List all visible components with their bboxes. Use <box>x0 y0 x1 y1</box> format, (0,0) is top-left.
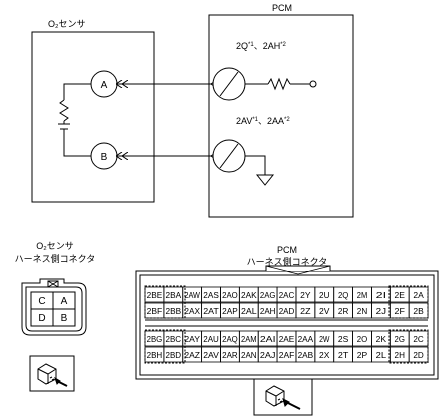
pcm-cell-label: 2D <box>413 351 424 360</box>
pcm-cell-label: 2AF <box>279 351 295 360</box>
lower-terminal-label: 2AV*1、2AA*2 <box>236 116 290 126</box>
sensor-box <box>31 31 155 203</box>
pcm-cell-label: 2BG <box>147 335 163 344</box>
terminal-upper-slash <box>219 71 239 97</box>
pcm-cell-label: 2AN <box>241 351 257 360</box>
pcm-cell-label: 2S <box>338 335 348 344</box>
pcm-cell-label: 2U <box>319 291 330 300</box>
pcm-cell-label: 2AK <box>241 291 257 300</box>
pcm-cell-label: 2L <box>376 351 387 360</box>
pcm-cell-label: 2Y <box>300 291 311 300</box>
pcm-cell-label: 2BE <box>147 291 163 300</box>
pcm-cell-label: 2AH <box>260 307 276 316</box>
pcm-cell-label: 2BA <box>166 291 182 300</box>
pcm-cell-label: 2F <box>395 307 406 316</box>
pcm-cell-label: 2AE <box>279 335 295 344</box>
pcm-cell-label: 2BD <box>166 351 182 360</box>
pcm-cell-label: 2K <box>376 335 387 344</box>
pcm-box <box>208 14 354 218</box>
pcm-cell-label: 2AV <box>203 351 219 360</box>
pcm-cell-label: 2AU <box>203 335 219 344</box>
pcm-cell-label: 2AC <box>279 291 295 300</box>
sensor-title: O₂センサ <box>48 19 86 29</box>
pcm-cell-label: 2AO <box>222 291 238 300</box>
upper-terminal-label: 2Q*1、2AH*2 <box>236 41 287 51</box>
sensor-cell-c: C <box>38 296 45 307</box>
pcm-cell-label: 2P <box>357 351 367 360</box>
pcm-cell-label: 2AJ <box>260 351 276 360</box>
pcm-cell-label: 2R <box>338 307 349 316</box>
sensor-cell-d: D <box>38 313 45 324</box>
pcm-cell-label: 2I <box>376 291 386 300</box>
pcm-cell-label: 2M <box>357 291 368 300</box>
pcm-cell-label: 2AI <box>260 335 276 344</box>
pcm-cell-label: 2AA <box>298 335 314 344</box>
pcm-ground-symbol <box>245 155 275 186</box>
pcm-cell-label: 2B <box>413 307 423 316</box>
pcm-cell-label: 2BH <box>147 351 163 360</box>
pcm-cell <box>408 330 429 347</box>
probe-icon-left <box>29 355 75 392</box>
pcm-cell-label: 2AL <box>241 307 257 316</box>
pcm-cell-label: 2AM <box>241 335 257 344</box>
pin-a-label: A <box>101 80 108 91</box>
sensor-cell-a: A <box>61 296 68 307</box>
pcm-cell-label: 2G <box>395 335 405 344</box>
pcm-cell-label: 2AS <box>203 291 219 300</box>
pcm-cell-label: 2J <box>376 307 386 316</box>
pcm-cell-label: 2N <box>357 307 368 316</box>
pcm-cell-label: 2AB <box>298 351 314 360</box>
pcm-cell-label: 2T <box>338 351 349 360</box>
pin-b-label: B <box>101 152 108 163</box>
pcm-cell-label: 2BC <box>166 335 182 344</box>
pcm-title: PCM <box>272 3 292 13</box>
pcm-cell-label: 2Q <box>338 291 348 300</box>
sensor-connector-title2: ハーネス側コネクタ <box>15 253 96 264</box>
terminal-lower-slash <box>219 143 239 169</box>
pcm-cell-label: 2E <box>395 291 405 300</box>
pcm-cell-label: 2C <box>413 335 424 344</box>
pcm-connector-title2: ハーネス側コネクタ <box>247 256 328 267</box>
pcm-cell-label: 2AT <box>203 307 219 316</box>
pcm-cell-label: 2V <box>319 307 330 316</box>
pcm-cell-label: 2W <box>319 335 330 344</box>
pcm-cell-label: 2AG <box>260 291 276 300</box>
probe-icon-bottom <box>253 378 313 416</box>
pcm-cell-label: 2AZ <box>184 351 200 360</box>
pcm-cell-label: 2AD <box>279 307 295 316</box>
pcm-cell-label: 2BB <box>166 307 182 316</box>
pcm-cell-label: 2O <box>357 335 367 344</box>
pcm-cell-label: 2AX <box>184 307 200 316</box>
pcm-cell <box>408 346 429 363</box>
pcm-resistor <box>245 77 317 91</box>
pcm-cell-label: 2AY <box>184 335 200 344</box>
pcm-cell-label: 2H <box>395 351 406 360</box>
pcm-cell <box>408 286 429 303</box>
pcm-cell-label: 2AP <box>222 307 238 316</box>
pcm-cell-label: 2X <box>319 351 330 360</box>
pcm-cell-label: 2Z <box>300 307 311 316</box>
pcm-cell <box>408 302 429 319</box>
pcm-cell-label: 2A <box>413 291 424 300</box>
sensor-internal-circuit <box>58 83 91 157</box>
sensor-connector-title1: O₂センサ <box>36 241 74 251</box>
sensor-cell-b: B <box>61 313 68 324</box>
pcm-cell-label: 2BF <box>147 307 163 316</box>
pcm-cell-label: 2AQ <box>222 335 238 344</box>
pcm-cell-label: 2AR <box>222 351 238 360</box>
pcm-cell-label: 2AW <box>184 291 200 300</box>
pcm-connector-title1: PCM <box>277 245 297 255</box>
sensor-connector: C A D B <box>21 278 87 336</box>
